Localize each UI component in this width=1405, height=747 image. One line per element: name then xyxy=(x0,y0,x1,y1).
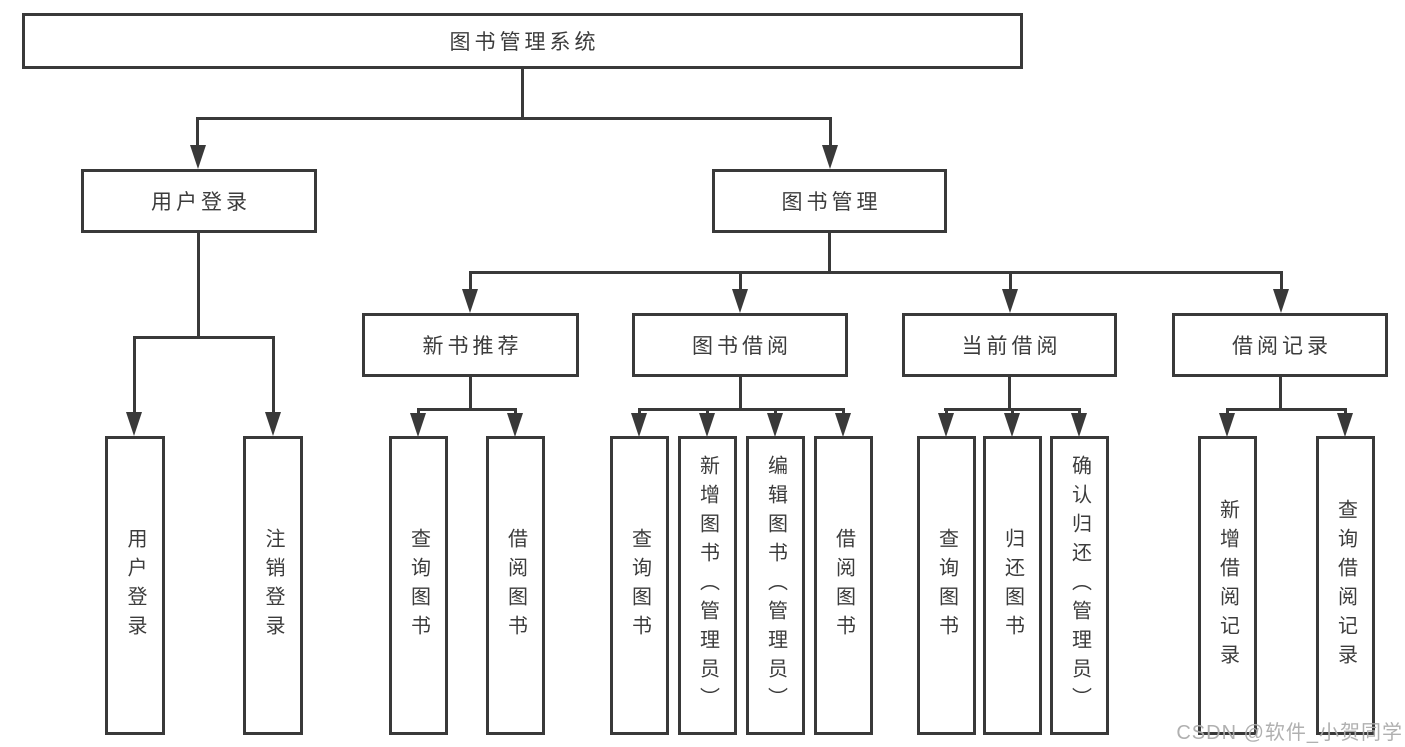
arrowhead-down-icon xyxy=(265,412,281,436)
arrowhead-down-icon xyxy=(631,413,647,437)
node-label: 用户登录 xyxy=(151,191,251,214)
connector-bookborrow-rail xyxy=(638,408,844,411)
arrowhead-down-icon xyxy=(835,413,851,437)
leaf-label: 查询图书 xyxy=(628,527,651,644)
leaf-confirm-return-admin: 确认归还（管理员） xyxy=(1050,436,1109,735)
node-label: 新书推荐 xyxy=(422,335,523,358)
connector-userlogin-stem xyxy=(197,233,200,336)
node-book-borrow: 图书借阅 xyxy=(632,313,848,377)
leaf-label: 新增图书（管理员） xyxy=(696,455,719,716)
connector-root-stem xyxy=(521,69,524,117)
leaf-query-borrow-record: 查询借阅记录 xyxy=(1316,436,1375,735)
connector-arrow-shaft xyxy=(469,271,472,293)
node-label: 图书管理系统 xyxy=(449,31,600,54)
arrowhead-down-icon xyxy=(699,413,715,437)
connector-newbook-stem xyxy=(469,377,472,408)
leaf-label: 用户登录 xyxy=(124,527,146,644)
arrowhead-down-icon xyxy=(190,145,206,169)
node-borrow-records: 借阅记录 xyxy=(1172,313,1388,377)
arrowhead-down-icon xyxy=(767,413,783,437)
connector-borrowrecords-rail xyxy=(1226,408,1347,411)
connector-root-rail xyxy=(196,117,831,120)
node-library-system: 图书管理系统 xyxy=(22,13,1023,69)
node-current-borrow: 当前借阅 xyxy=(902,313,1117,377)
leaf-query-books-borrow: 查询图书 xyxy=(610,436,669,735)
leaf-label: 查询借阅记录 xyxy=(1334,498,1357,673)
leaf-label: 编辑图书（管理员） xyxy=(764,455,787,716)
node-label: 当前借阅 xyxy=(961,335,1062,358)
arrowhead-down-icon xyxy=(1071,413,1087,437)
leaf-return-book: 归还图书 xyxy=(983,436,1042,735)
arrowhead-down-icon xyxy=(1219,413,1235,437)
leaf-label: 借阅图书 xyxy=(832,527,855,644)
leaf-label: 借阅图书 xyxy=(504,527,527,644)
arrowhead-down-icon xyxy=(126,412,142,436)
connector-arrow-shaft xyxy=(1280,271,1283,293)
csdn-watermark: CSDN @软件_小贺同学 xyxy=(1176,722,1403,744)
connector-userlogin-rail xyxy=(133,336,274,339)
connector-borrowrecords-stem xyxy=(1279,377,1282,408)
leaf-borrow-books: 借阅图书 xyxy=(814,436,873,735)
connector-arrow-shaft xyxy=(133,336,136,416)
arrowhead-down-icon xyxy=(938,413,954,437)
leaf-add-borrow-record: 新增借阅记录 xyxy=(1198,436,1257,735)
node-label: 图书借阅 xyxy=(692,335,792,358)
arrowhead-down-icon xyxy=(507,413,523,437)
connector-newbook-rail xyxy=(417,408,517,411)
leaf-edit-book-admin: 编辑图书（管理员） xyxy=(746,436,805,735)
leaf-borrow-books-recommend: 借阅图书 xyxy=(486,436,545,735)
arrowhead-down-icon xyxy=(822,145,838,169)
connector-arrow-shaft xyxy=(829,117,832,149)
connector-arrow-shaft xyxy=(1009,271,1012,293)
leaf-label: 查询图书 xyxy=(407,527,430,644)
node-label: 图书管理 xyxy=(781,191,882,214)
node-new-book-recommend: 新书推荐 xyxy=(362,313,579,377)
leaf-label: 注销登录 xyxy=(262,527,284,644)
arrowhead-down-icon xyxy=(732,289,748,313)
leaf-label: 确认归还（管理员） xyxy=(1068,455,1091,716)
connector-arrow-shaft xyxy=(272,336,275,416)
leaf-logout: 注销登录 xyxy=(243,436,303,735)
node-label: 借阅记录 xyxy=(1232,335,1332,358)
connector-bookmgmt-rail xyxy=(469,271,1281,274)
leaf-label: 查询图书 xyxy=(935,527,958,644)
connector-currentborrow-stem xyxy=(1008,377,1011,408)
node-book-management: 图书管理 xyxy=(712,169,947,233)
connector-bookborrow-stem xyxy=(739,377,742,408)
arrowhead-down-icon xyxy=(462,289,478,313)
connector-arrow-shaft xyxy=(196,117,199,149)
leaf-label: 新增借阅记录 xyxy=(1216,498,1239,673)
leaf-query-books-current: 查询图书 xyxy=(917,436,976,735)
leaf-query-books-recommend: 查询图书 xyxy=(389,436,448,735)
leaf-add-book-admin: 新增图书（管理员） xyxy=(678,436,737,735)
arrowhead-down-icon xyxy=(410,413,426,437)
arrowhead-down-icon xyxy=(1002,289,1018,313)
connector-bookmgmt-stem xyxy=(828,233,831,271)
connector-arrow-shaft xyxy=(739,271,742,293)
leaf-user-login: 用户登录 xyxy=(105,436,165,735)
leaf-label: 归还图书 xyxy=(1001,527,1024,644)
node-user-login: 用户登录 xyxy=(81,169,317,233)
arrowhead-down-icon xyxy=(1337,413,1353,437)
arrowhead-down-icon xyxy=(1273,289,1289,313)
arrowhead-down-icon xyxy=(1004,413,1020,437)
